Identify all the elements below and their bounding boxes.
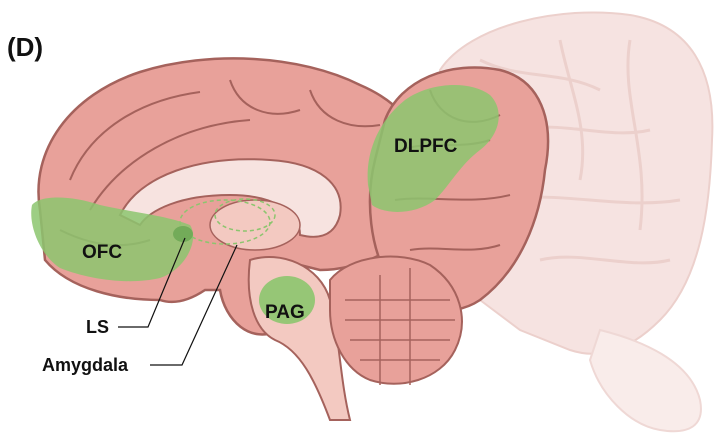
panel-label: (D) xyxy=(7,32,43,62)
pag-label: PAG xyxy=(265,302,305,323)
ofc-label: OFC xyxy=(82,242,122,263)
dlpfc-label: DLPFC xyxy=(394,136,458,157)
ls-highlight xyxy=(173,226,193,242)
ls-label: LS xyxy=(86,317,109,337)
amygdala-label: Amygdala xyxy=(42,355,129,375)
cerebellum xyxy=(330,257,462,385)
